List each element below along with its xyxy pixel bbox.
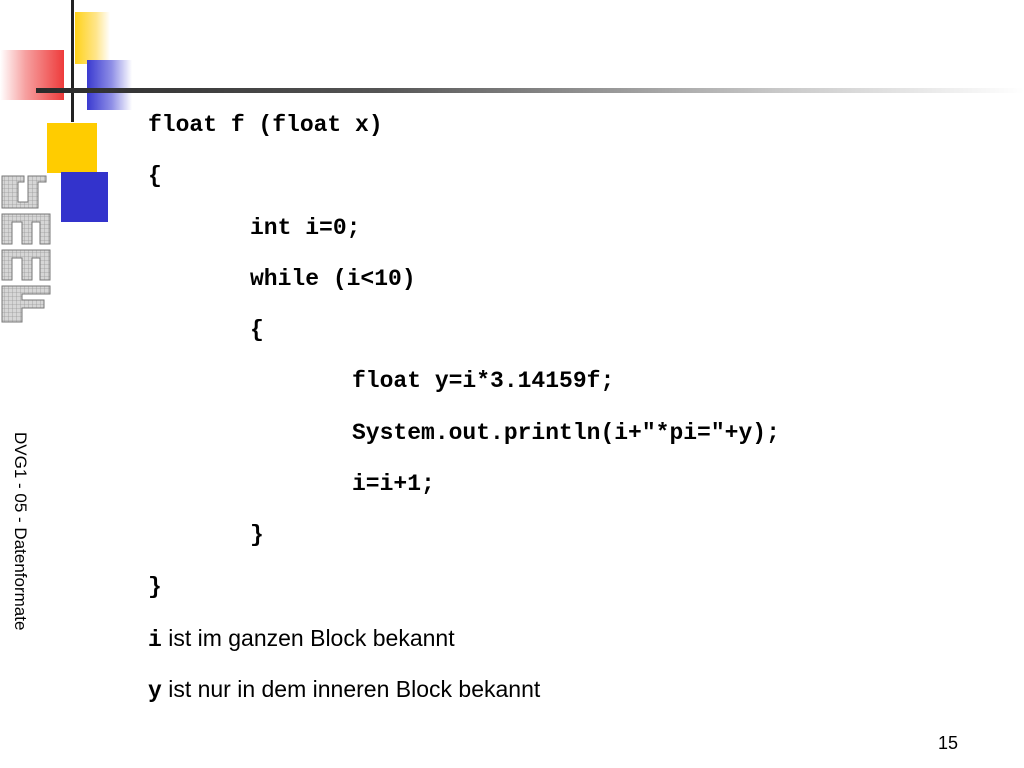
code-line: }	[148, 573, 162, 600]
code-line: {	[250, 317, 264, 344]
blue-decor-square-top	[87, 60, 132, 110]
code-line: {	[148, 163, 162, 190]
horizontal-divider	[36, 88, 1024, 93]
code-line: System.out.println(i+"*pi="+y);	[352, 419, 780, 446]
variable-name: i	[148, 626, 162, 653]
note-text: ist im ganzen Block bekannt	[161, 624, 455, 651]
yellow-decor-square-top	[75, 12, 110, 64]
scope-note-y: y ist nur in dem inneren Block bekannt	[148, 670, 780, 721]
code-line: float y=i*3.14159f;	[352, 368, 615, 395]
side-label-container: DVG1 - 05 - Datenformate	[6, 432, 30, 668]
page-number: 15	[938, 733, 959, 753]
scope-note-i: i ist im ganzen Block bekannt	[148, 619, 780, 670]
side-label: DVG1 - 05 - Datenformate	[11, 432, 30, 631]
code-block: float f (float x) { int i=0; while (i<10…	[148, 106, 780, 722]
blue-decor-square	[61, 172, 108, 222]
note-text: ist nur in dem inneren Block bekannt	[161, 676, 541, 703]
yellow-decor-square	[47, 123, 97, 173]
vertical-divider	[71, 0, 74, 122]
code-line: }	[250, 522, 264, 549]
variable-name: y	[148, 678, 162, 705]
code-line: int i=0;	[250, 214, 361, 241]
code-line: while (i<10)	[250, 265, 416, 292]
code-line: i=i+1;	[352, 471, 435, 498]
logo-icon	[1, 175, 51, 323]
code-line: float f (float x)	[148, 112, 383, 138]
